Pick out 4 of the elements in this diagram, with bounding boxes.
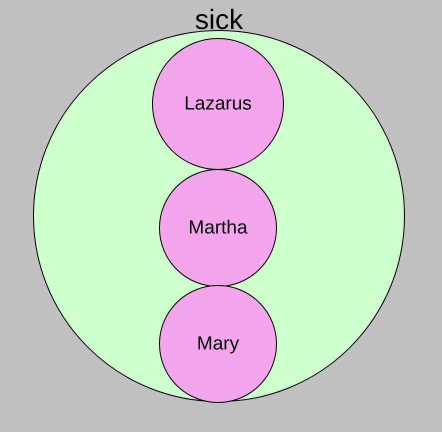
member-label: Mary xyxy=(196,334,240,354)
set-title: sick xyxy=(194,6,244,34)
member-label: Lazarus xyxy=(184,94,252,114)
member-label: Martha xyxy=(188,218,248,238)
